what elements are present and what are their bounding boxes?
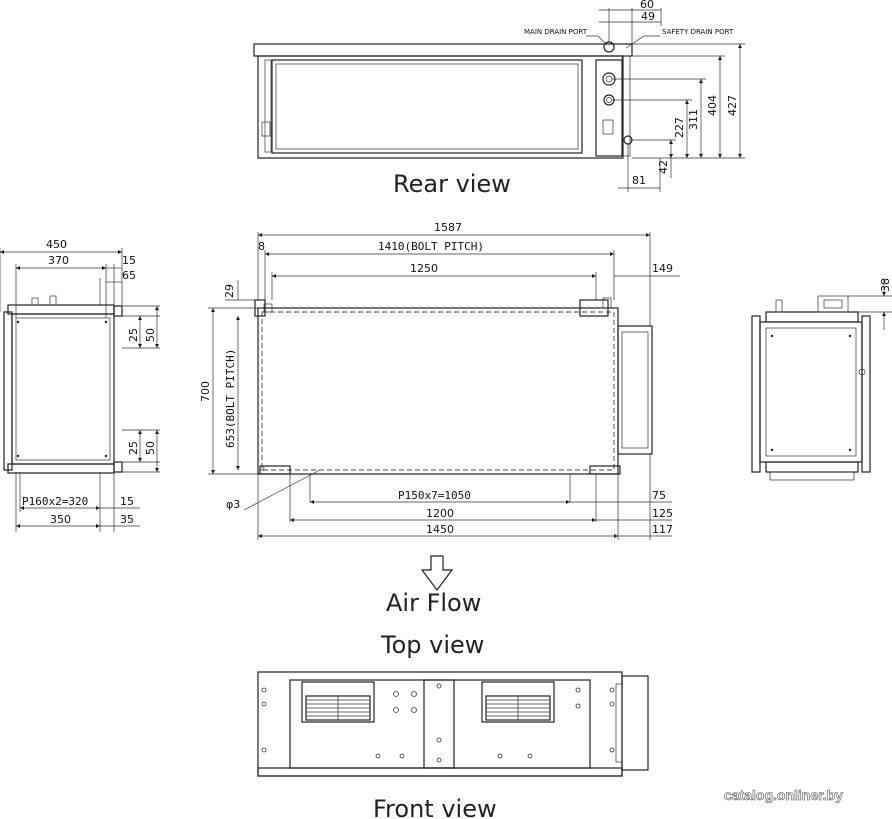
dim-p150: P150x7=1050 (398, 489, 471, 502)
dim-700: 700 (199, 381, 212, 402)
front-view-title: Front view (373, 795, 497, 819)
airflow-label: Air Flow (386, 589, 481, 617)
dim-49: 49 (641, 10, 655, 23)
rear-view (253, 8, 745, 192)
dim-35: 35 (120, 513, 134, 526)
dim-149: 149 (652, 262, 673, 275)
dim-60: 60 (640, 0, 654, 11)
dim-1200: 1200 (426, 507, 454, 520)
dim-450: 450 (46, 238, 67, 251)
top-view-title: Top view (380, 631, 484, 659)
dim-25-bottom: 25 (127, 441, 140, 455)
dim-25-top: 25 (127, 328, 140, 342)
dim-404: 404 (706, 95, 719, 116)
dim-1250: 1250 (410, 262, 438, 275)
right-side-view (751, 278, 892, 481)
dim-42: 42 (657, 160, 670, 174)
dim-65: 65 (122, 269, 136, 282)
dim-1587: 1587 (434, 221, 462, 234)
dim-50-bottom: 50 (144, 441, 157, 455)
front-view (257, 671, 649, 777)
dim-50-top: 50 (144, 328, 157, 342)
dim-350: 350 (50, 513, 71, 526)
dim-427: 427 (726, 95, 739, 116)
dim-311: 311 (687, 109, 700, 130)
fan-outlet-right-icon (481, 681, 555, 723)
watermark: catalog.onliner.by (724, 787, 843, 803)
main-drain-port-label: MAIN DRAIN PORT (524, 28, 588, 36)
airflow-arrow-icon (420, 555, 454, 591)
dim-227: 227 (673, 117, 686, 138)
safety-drain-port-label: SAFETY DRAIN PORT (662, 28, 734, 36)
dim-bolt-pitch-1410: 1410(BOLT PITCH) (378, 240, 484, 253)
dim-bolt-pitch-653: 653(BOLT PITCH) (224, 349, 237, 448)
dim-75: 75 (652, 489, 666, 502)
dim-p160: P160x2=320 (22, 495, 88, 508)
fan-outlet-left-icon (301, 681, 375, 723)
dim-15-top: 15 (122, 254, 136, 267)
dim-8: 8 (258, 240, 265, 253)
dim-phi3: φ3 (226, 498, 240, 511)
top-view (208, 232, 680, 591)
dim-117: 117 (652, 523, 673, 536)
dim-370: 370 (48, 254, 69, 267)
dim-125: 125 (652, 507, 673, 520)
dim-38: 38 (879, 278, 892, 292)
dim-15-bottom: 15 (120, 495, 134, 508)
dim-1450: 1450 (426, 523, 454, 536)
left-side-view (0, 248, 160, 532)
dim-81: 81 (632, 174, 646, 187)
dim-29: 29 (223, 284, 236, 298)
rear-view-title: Rear view (393, 170, 511, 198)
